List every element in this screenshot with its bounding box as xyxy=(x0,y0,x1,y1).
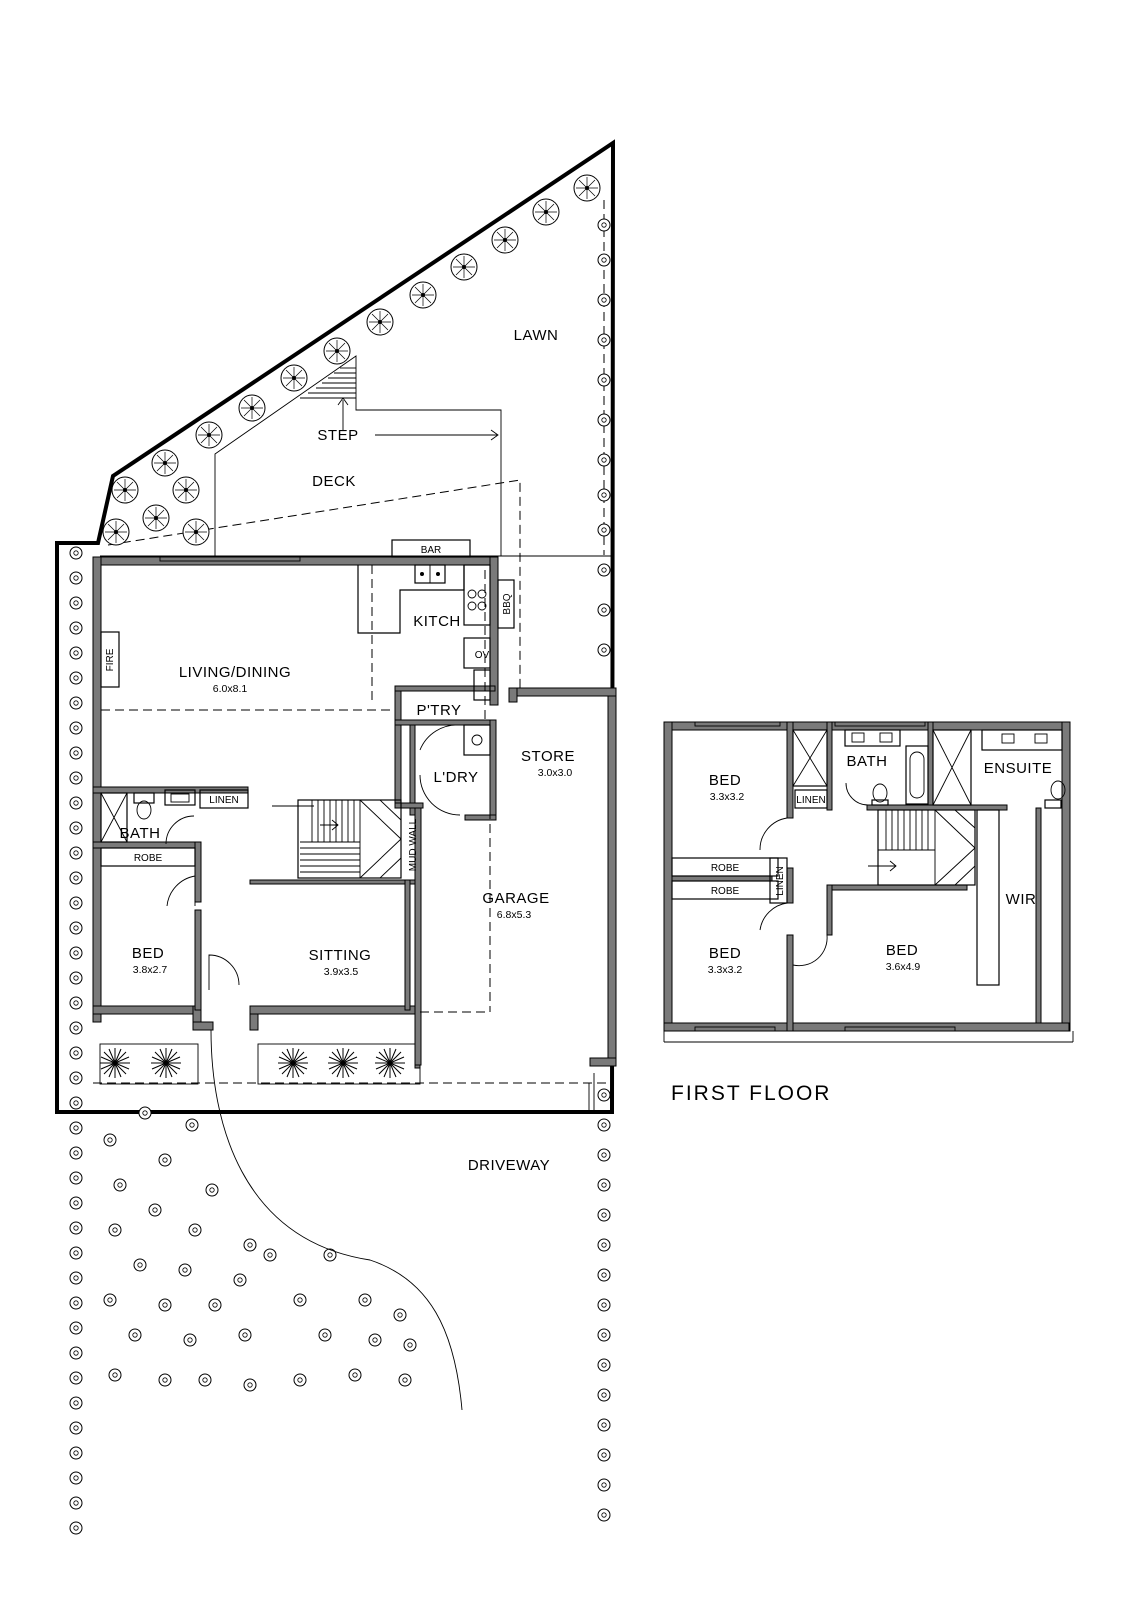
first-floor-title: FIRST FLOOR xyxy=(671,1082,831,1105)
sitting-size: 3.9x3.5 xyxy=(324,966,359,978)
bed-bottom-label: BED xyxy=(709,945,741,962)
ground-floor-plan: FIRE BAR BBQ xyxy=(55,139,617,1535)
ensuite-label: ENSUITE xyxy=(984,760,1053,777)
bath-label-ground: BATH xyxy=(120,825,161,842)
deck-label: DECK xyxy=(312,473,356,490)
bar-label: BAR xyxy=(421,545,442,556)
kitchen-label: KITCH xyxy=(413,613,461,630)
first-floor-plan: LINEN ROBE ROBE LINEN xyxy=(663,721,1074,1105)
oven-label: OV xyxy=(475,650,490,661)
store-label: STORE xyxy=(521,748,575,765)
bed-master-size: 3.6x4.9 xyxy=(886,961,921,973)
robe-1-label: ROBE xyxy=(711,863,740,874)
ground-stairs xyxy=(272,799,402,879)
bed-bottom-size: 3.3x3.2 xyxy=(708,964,743,976)
wir-label: WIR xyxy=(1006,891,1037,908)
fire-label: FIRE xyxy=(105,648,116,671)
front-ferns xyxy=(99,1047,406,1079)
driveway-label: DRIVEWAY xyxy=(468,1157,550,1174)
living-dining-label: LIVING/DINING xyxy=(179,664,291,681)
linen-side-label: LINEN xyxy=(775,866,786,895)
garage-label: GARAGE xyxy=(482,890,549,907)
sitting-label: SITTING xyxy=(309,947,372,964)
pantry-label: P'TRY xyxy=(416,702,461,719)
bbq-label: BBQ xyxy=(502,593,513,614)
left-shrubs xyxy=(69,546,83,1535)
mud-wall-label: MUD WALL xyxy=(408,818,419,871)
front-garden-shrubs xyxy=(103,1106,417,1392)
store-size: 3.0x3.0 xyxy=(538,767,573,779)
bed-top-label: BED xyxy=(709,772,741,789)
robe-2-label: ROBE xyxy=(711,886,740,897)
site-boundary xyxy=(55,139,616,1114)
garage-size: 6.8x5.3 xyxy=(497,909,532,921)
first-stairs xyxy=(868,809,976,886)
house-walls xyxy=(92,556,617,1069)
linen-label-first: LINEN xyxy=(796,795,825,806)
living-dining-size: 6.0x8.1 xyxy=(213,683,248,695)
bed-size-ground: 3.8x2.7 xyxy=(133,964,168,976)
laundry-label: L'DRY xyxy=(433,769,478,786)
bed-master-label: BED xyxy=(886,942,918,959)
lawn-label: LAWN xyxy=(514,327,559,344)
bath-label-first: BATH xyxy=(847,753,888,770)
bed-top-size: 3.3x3.2 xyxy=(710,791,745,803)
linen-label-ground: LINEN xyxy=(209,795,238,806)
step-label: STEP xyxy=(317,427,358,444)
robe-label-ground: ROBE xyxy=(134,853,163,864)
bed-label-ground: BED xyxy=(132,945,164,962)
